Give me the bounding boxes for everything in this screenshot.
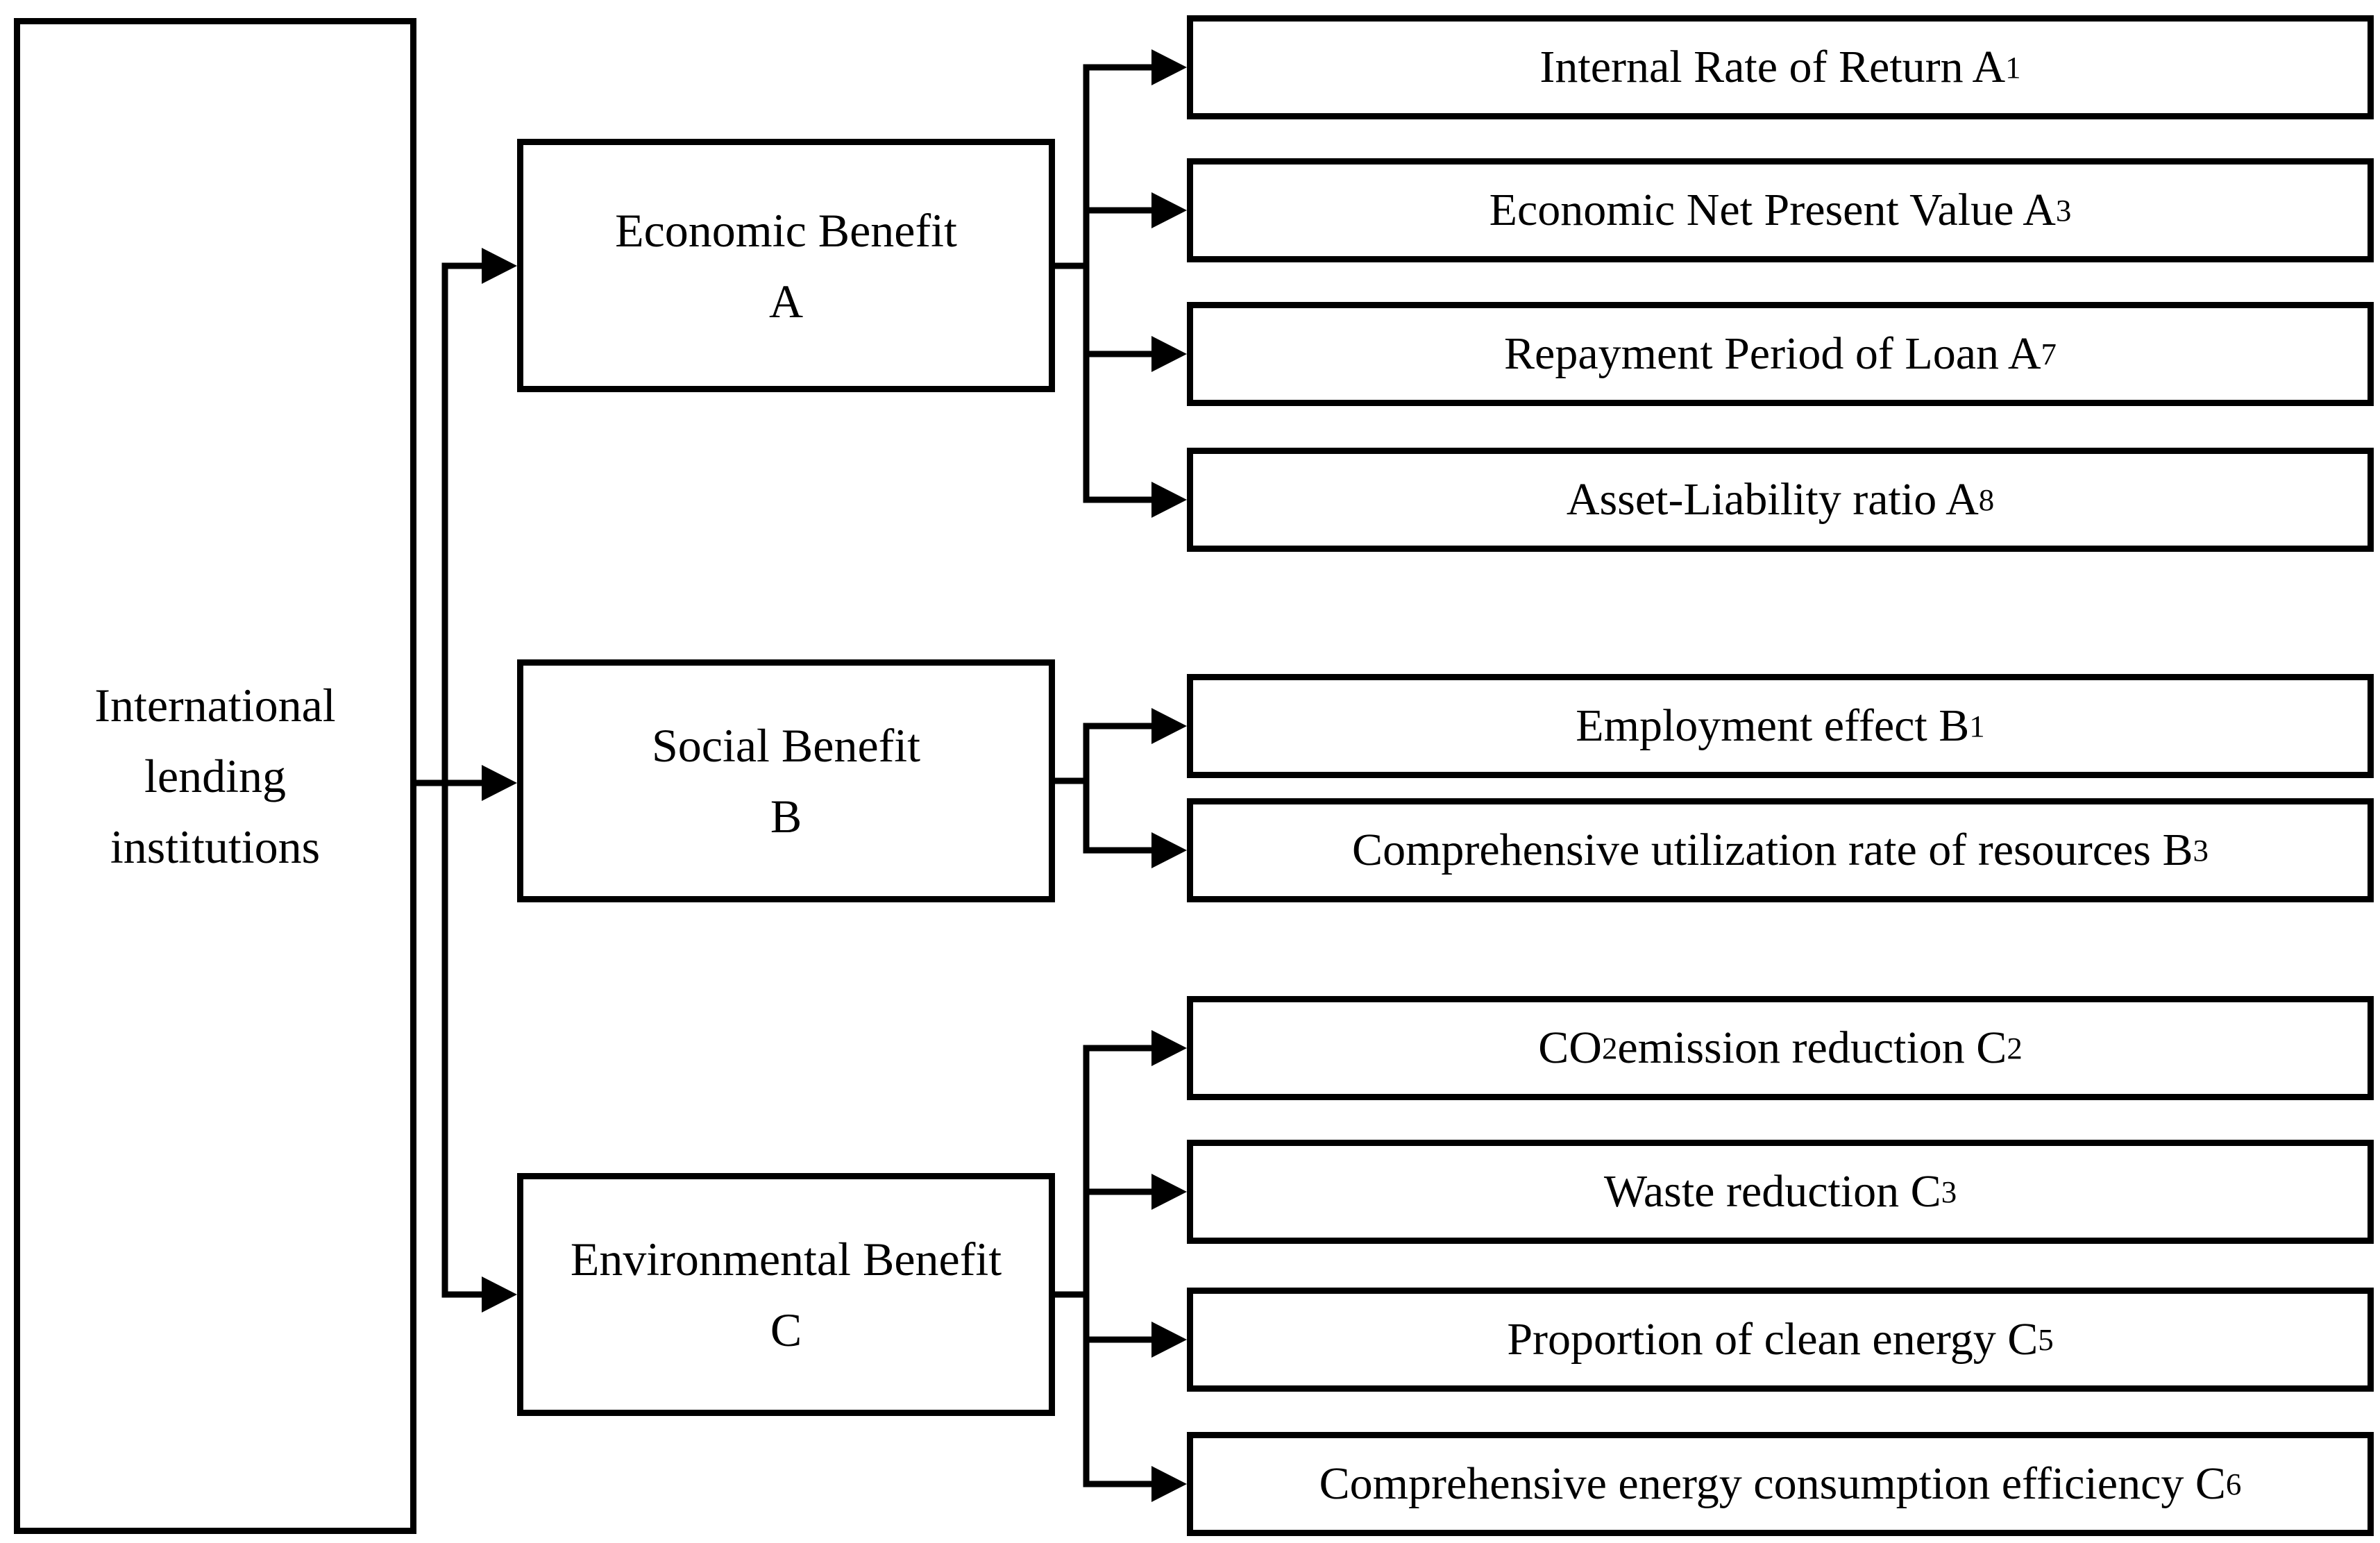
arrowhead-a3 bbox=[1151, 192, 1187, 228]
arrowhead-c6 bbox=[1151, 1466, 1187, 1502]
arrowhead-social-benefit bbox=[482, 765, 517, 801]
arrowhead-c3 bbox=[1151, 1174, 1187, 1210]
indicator-box-comprehensive-utilization-rate: Comprehensive utilization rate of resour… bbox=[1187, 798, 2374, 902]
branch-b-lines bbox=[1052, 723, 1157, 854]
root-label-line-1: International bbox=[94, 679, 336, 732]
category-b-code: B bbox=[770, 790, 802, 843]
arrowhead-a7 bbox=[1151, 336, 1187, 372]
category-box-environmental-benefit: Environmental Benefit C bbox=[517, 1173, 1055, 1416]
indicator-box-comprehensive-energy-efficiency: Comprehensive energy consumption efficie… bbox=[1187, 1432, 2374, 1536]
branch-a-lines bbox=[1052, 64, 1157, 503]
arrowhead-a1 bbox=[1151, 49, 1187, 85]
root-box-international-lending-institutions: International lending institutions bbox=[14, 18, 416, 1534]
root-label-line-3: institutions bbox=[110, 820, 321, 873]
root-connector bbox=[413, 248, 517, 1313]
category-a-code: A bbox=[768, 274, 804, 328]
arrowhead-a8 bbox=[1151, 482, 1187, 518]
category-box-social-benefit: Social Benefit B bbox=[517, 659, 1055, 902]
arrowhead-economic-benefit bbox=[482, 248, 517, 284]
category-c-label: Environmental Benefit bbox=[570, 1233, 1002, 1285]
branch-c-connector bbox=[1052, 1030, 1187, 1502]
arrowhead-c5 bbox=[1151, 1322, 1187, 1358]
category-c-code: C bbox=[770, 1304, 802, 1356]
arrowhead-environmental-benefit bbox=[482, 1276, 517, 1313]
branch-a-connector bbox=[1052, 49, 1187, 518]
category-box-economic-benefit: Economic Benefit A bbox=[517, 139, 1055, 392]
branch-c-lines bbox=[1052, 1045, 1157, 1487]
arrowhead-c2 bbox=[1151, 1030, 1187, 1066]
category-b-label: Social Benefit bbox=[651, 719, 921, 772]
arrowhead-b1 bbox=[1151, 708, 1187, 744]
branch-b-connector bbox=[1052, 708, 1187, 868]
root-connector-lines bbox=[413, 262, 487, 1298]
root-label-line-2: lending bbox=[144, 750, 286, 802]
category-a-label: Economic Benefit bbox=[615, 203, 957, 257]
arrowhead-b3 bbox=[1151, 832, 1187, 868]
